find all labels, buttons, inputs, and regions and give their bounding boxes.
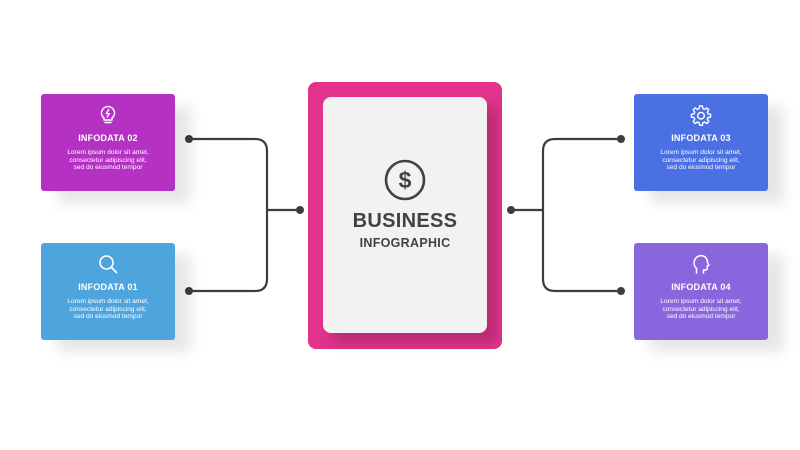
card-infodata-03: INFODATA 03 Lorem ipsum dolor sit amet, … [634,94,768,191]
card-text: Lorem ipsum dolor sit amet, consectetur … [41,298,175,321]
card-infodata-01: INFODATA 01 Lorem ipsum dolor sit amet, … [41,243,175,340]
left-connector [189,137,300,293]
card-text: Lorem ipsum dolor sit amet, consectetur … [41,149,175,172]
card-text-line: consectetur adipiscing elit, [69,156,147,164]
connector-dot [296,206,304,214]
card-text-line: sed do eiusmod tempor [73,313,143,321]
card-infodata-02: INFODATA 02 Lorem ipsum dolor sit amet, … [41,94,175,191]
card-text-line: Lorem ipsum dolor sit amet, [660,149,742,156]
connector-dot [507,206,515,214]
right-connector [511,137,621,293]
center-card: $ BUSINESS INFOGRAPHIC [323,97,487,333]
card-text-line: consectetur adipiscing elit, [662,305,740,313]
gear-icon [690,105,712,126]
card-text-line: Lorem ipsum dolor sit amet, [67,298,149,305]
card-text-line: sed do eiusmod tempor [666,313,736,321]
connector-dot [185,135,193,143]
card-text: Lorem ipsum dolor sit amet, consectetur … [634,149,768,172]
card-text-line: sed do eiusmod tempor [73,164,143,172]
card-title: INFODATA 01 [78,282,138,292]
connector-dot [617,287,625,295]
card-text: Lorem ipsum dolor sit amet, consectetur … [634,298,768,321]
card-infodata-04: INFODATA 04 Lorem ipsum dolor sit amet, … [634,243,768,340]
card-text-line: sed do eiusmod tempor [666,164,736,172]
card-title: INFODATA 03 [671,133,731,143]
card-text-line: consectetur adipiscing elit, [69,305,147,313]
card-text-line: consectetur adipiscing elit, [662,156,740,164]
card-title: INFODATA 02 [78,133,138,143]
lightbulb-icon [100,105,116,124]
center-title: BUSINESS [352,210,458,232]
head-profile-icon [693,254,710,274]
card-text-line: Lorem ipsum dolor sit amet, [67,149,149,156]
connector-dot [185,287,193,295]
dollar-circle-icon: $ [384,159,426,201]
svg-text:$: $ [399,167,412,193]
center-subtitle: INFOGRAPHIC [359,236,451,250]
card-text-line: Lorem ipsum dolor sit amet, [660,298,742,305]
search-icon [99,255,118,274]
card-title: INFODATA 04 [671,282,731,292]
connector-dot [617,135,625,143]
